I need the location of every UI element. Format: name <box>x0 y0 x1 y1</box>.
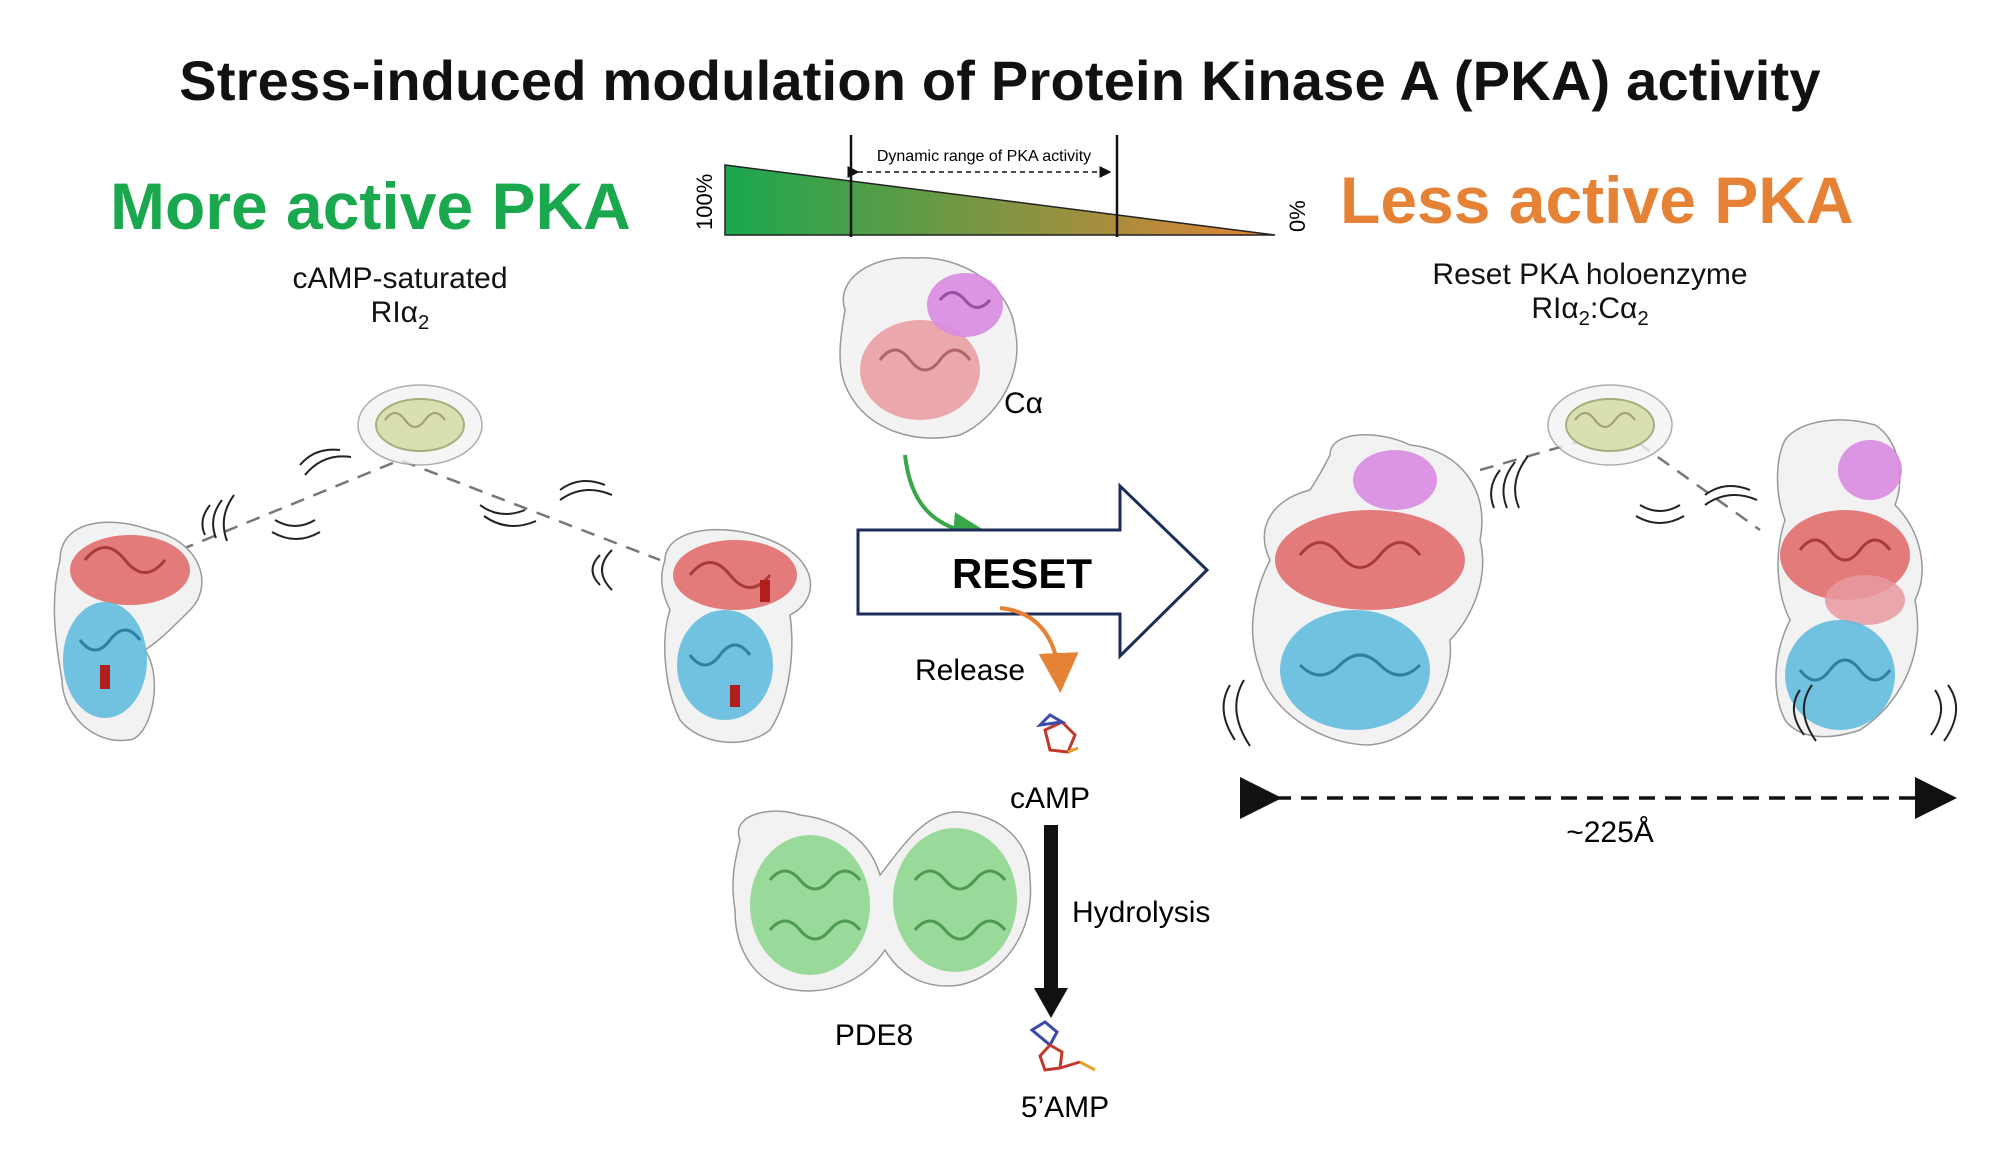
dynamic-range-label: Dynamic range of PKA activity <box>877 148 1091 165</box>
catalytic-subunit: Cα <box>839 257 1043 439</box>
hydrolysis-arrow: Hydrolysis <box>1034 825 1210 1018</box>
reset-arrow: RESET <box>856 482 1210 660</box>
right-label-line1: Reset PKA holoenzyme <box>1432 258 1748 291</box>
less-active-heading: Less active PKA <box>1340 163 1854 237</box>
left-docking-domain <box>357 384 483 466</box>
amp-molecule: 5’AMP <box>1021 1020 1109 1124</box>
right-label: Reset PKA holoenzyme RIα2:Cα2 <box>1390 258 1790 331</box>
right-docking-domain <box>1547 384 1673 466</box>
activity-gradient: Dynamic range of PKA activity 100% 0% <box>692 135 1310 237</box>
right-half-b <box>1775 419 1923 738</box>
pde8-label: PDE8 <box>835 1019 913 1052</box>
left-label-line1: cAMP-saturated <box>292 262 508 295</box>
camp-label: cAMP <box>1010 782 1090 815</box>
left-label: cAMP-saturated RIα2 <box>250 262 550 335</box>
right-label-line2: RIα2:Cα2 <box>1531 292 1649 331</box>
right-holoenzyme: ~225Å <box>1222 384 1958 849</box>
release-label: Release <box>915 654 1025 687</box>
left-motion-arcs <box>201 448 613 591</box>
gradient-top-label: 100% <box>692 174 717 230</box>
right-motion-arcs <box>1222 455 1958 747</box>
camp-molecule: cAMP <box>1010 713 1090 815</box>
release-arrow <box>999 606 1079 693</box>
left-regulatory-dimer <box>53 384 812 743</box>
amp-label: 5’AMP <box>1021 1091 1109 1124</box>
pde8-dimer: PDE8 <box>732 810 1032 1052</box>
hydrolysis-label: Hydrolysis <box>1072 896 1210 929</box>
distance-label: ~225Å <box>1566 816 1654 849</box>
more-active-heading: More active PKA <box>110 169 631 243</box>
left-label-line2: RIα2 <box>370 296 430 335</box>
left-r-subunit-b <box>660 528 812 743</box>
gradient-bottom-label: 0% <box>1285 200 1310 232</box>
reset-label: RESET <box>952 550 1092 597</box>
catalytic-binding-arrow <box>903 454 993 553</box>
catalytic-label: Cα <box>1004 387 1043 420</box>
left-r-subunit-a <box>53 521 203 742</box>
figure-title: Stress-induced modulation of Protein Kin… <box>179 49 1821 112</box>
right-half-a <box>1251 434 1484 746</box>
